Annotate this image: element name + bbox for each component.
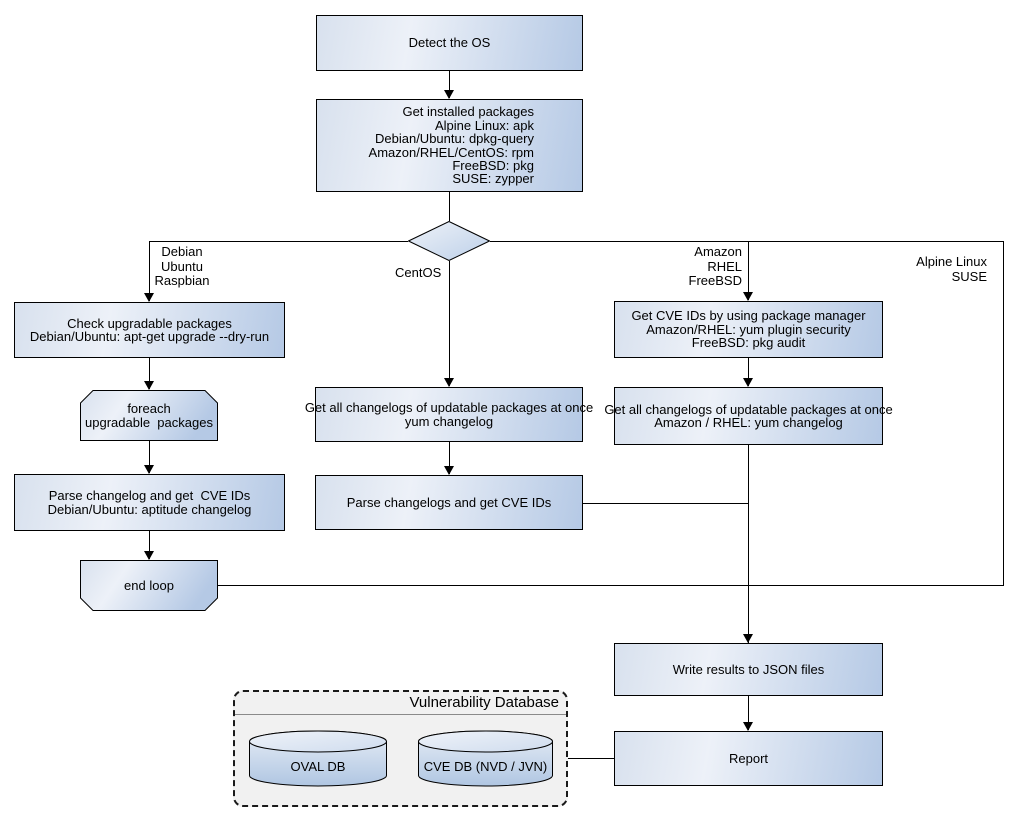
node-foreach-loop: foreach upgradable packages bbox=[80, 390, 218, 441]
connector-debian-branch bbox=[149, 241, 150, 301]
node-check-upgradable: Check upgradable packages Debian/Ubuntu:… bbox=[14, 302, 285, 358]
db-cylinder-label: OVAL DB bbox=[290, 758, 346, 774]
connector-cveids-to-changelogs bbox=[748, 358, 749, 386]
connector-endloop-merge bbox=[218, 585, 1004, 586]
node-text: upgradable packages bbox=[85, 414, 213, 430]
node-text: Get CVE IDs by using package manager bbox=[631, 308, 866, 324]
node-text: Get installed packages bbox=[402, 104, 534, 120]
edge-label-line: RHEL bbox=[707, 258, 742, 274]
connector-amazon-branch bbox=[748, 241, 749, 300]
node-text: foreach bbox=[127, 401, 171, 417]
node-text: Write results to JSON files bbox=[672, 661, 825, 677]
node-text: Debian/Ubuntu: aptitude changelog bbox=[47, 501, 252, 517]
node-text: Amazon/RHEL: yum plugin security bbox=[646, 321, 851, 337]
arrowhead-parse-centos bbox=[444, 466, 454, 475]
edge-label-line: Raspbian bbox=[154, 273, 210, 288]
node-text: Amazon / RHEL: yum changelog bbox=[654, 415, 843, 430]
node-text: Debian/Ubuntu: apt-get upgrade --dry-run bbox=[29, 329, 270, 344]
db-cylinder-cve: CVE DB (NVD / JVN) bbox=[418, 730, 553, 787]
node-text: Alpine Linux: apk bbox=[434, 117, 534, 133]
arrowhead-report bbox=[743, 722, 753, 731]
arrowhead-check-upgradable bbox=[144, 293, 154, 302]
node-get-installed-packages: Get installed packages Alpine Linux: apk… bbox=[316, 99, 583, 192]
node-text: Report bbox=[728, 750, 769, 766]
node-end-loop: end loop bbox=[80, 560, 218, 611]
arrowhead-end-loop bbox=[144, 551, 154, 560]
connector-detect-to-installed bbox=[449, 71, 450, 98]
arrowhead-get-changelogs-centos bbox=[444, 378, 454, 387]
edge-label-line: FreeBSD bbox=[688, 273, 742, 288]
connector-parse-centos-merge bbox=[583, 503, 748, 504]
node-text: yum changelog bbox=[404, 413, 494, 429]
database-cylinder-icon bbox=[249, 730, 387, 787]
node-text: Parse changelog and get CVE IDs bbox=[48, 488, 251, 504]
node-text: Get all changelogs of updatable packages… bbox=[304, 400, 594, 416]
connector-foreach-to-parse bbox=[149, 441, 150, 473]
db-cylinder-oval: OVAL DB bbox=[249, 730, 387, 787]
edge-label-line: SUSE bbox=[951, 268, 987, 284]
connector-to-write-results bbox=[748, 445, 749, 643]
connector-db-to-report bbox=[568, 758, 614, 759]
node-text: SUSE: zypper bbox=[452, 171, 534, 187]
node-get-changelogs-centos: Get all changelogs of updatable packages… bbox=[305, 387, 593, 442]
diamond-shape bbox=[408, 221, 490, 261]
edge-label-alpine-branch: Alpine Linux SUSE bbox=[898, 254, 987, 284]
node-write-results: Write results to JSON files bbox=[614, 643, 883, 696]
node-text: Check upgradable packages bbox=[67, 315, 232, 331]
arrowhead-get-cve-ids bbox=[743, 292, 753, 301]
arrowhead-parse-deb bbox=[144, 465, 154, 474]
edge-label-amazon-branch: Amazon RHEL FreeBSD bbox=[678, 244, 742, 289]
arrowhead-write-results bbox=[743, 634, 753, 643]
node-text: FreeBSD: pkg bbox=[452, 157, 534, 173]
node-get-changelogs-amazon: Get all changelogs of updatable packages… bbox=[604, 387, 893, 445]
arrowhead-get-changelogs-amazon bbox=[743, 378, 753, 387]
connector-installed-to-diamond bbox=[449, 192, 450, 221]
connector-parse-to-endloop bbox=[149, 531, 150, 559]
vulnerability-database-title: Vulnerability Database bbox=[235, 692, 566, 715]
loop-end-shape bbox=[80, 560, 218, 611]
node-parse-changelogs-centos: Parse changelogs and get CVE IDs bbox=[315, 475, 583, 530]
node-text: Amazon/RHEL/CentOS: rpm bbox=[368, 144, 534, 160]
node-parse-changelog-deb: Parse changelog and get CVE IDs Debian/U… bbox=[14, 474, 285, 531]
edge-label-line: Alpine Linux bbox=[916, 254, 987, 269]
node-get-cve-ids-pkg-mgr: Get CVE IDs by using package manager Ama… bbox=[614, 301, 883, 358]
node-detect-os: Detect the OS bbox=[316, 15, 583, 71]
connector-alpine-branch bbox=[1003, 241, 1004, 586]
node-text: Detect the OS bbox=[408, 35, 491, 51]
edge-label-line: Amazon bbox=[694, 244, 742, 259]
connector-diamond-left bbox=[149, 241, 408, 242]
connector-check-to-foreach bbox=[149, 358, 150, 389]
edge-label-line: Ubuntu bbox=[161, 258, 203, 274]
node-text: Parse changelogs and get CVE IDs bbox=[346, 494, 552, 510]
node-text: Debian/Ubuntu: dpkg-query bbox=[375, 131, 534, 147]
edge-label-debian-branch: Debian Ubuntu Raspbian bbox=[150, 244, 214, 289]
edge-label-line: CentOS bbox=[395, 265, 442, 280]
connector-changelogs-to-parse-centos bbox=[449, 442, 450, 474]
loop-start-shape bbox=[80, 390, 218, 441]
arrowhead-foreach bbox=[144, 381, 154, 390]
edge-label-line: Debian bbox=[161, 244, 203, 259]
node-text: end loop bbox=[124, 577, 174, 593]
connector-write-to-report bbox=[748, 696, 749, 730]
node-text: FreeBSD: pkg audit bbox=[691, 335, 806, 351]
database-cylinder-icon bbox=[418, 730, 553, 787]
decision-diamond-os bbox=[408, 221, 490, 261]
node-report: Report bbox=[614, 731, 883, 786]
node-text: Get all changelogs of updatable packages… bbox=[604, 401, 893, 417]
connector-diamond-right bbox=[490, 241, 1004, 242]
db-cylinder-label: CVE DB (NVD / JVN) bbox=[423, 758, 548, 774]
connector-centos-branch bbox=[449, 261, 450, 386]
arrowhead-installed bbox=[444, 90, 454, 99]
edge-label-centos-branch: CentOS bbox=[395, 265, 442, 281]
